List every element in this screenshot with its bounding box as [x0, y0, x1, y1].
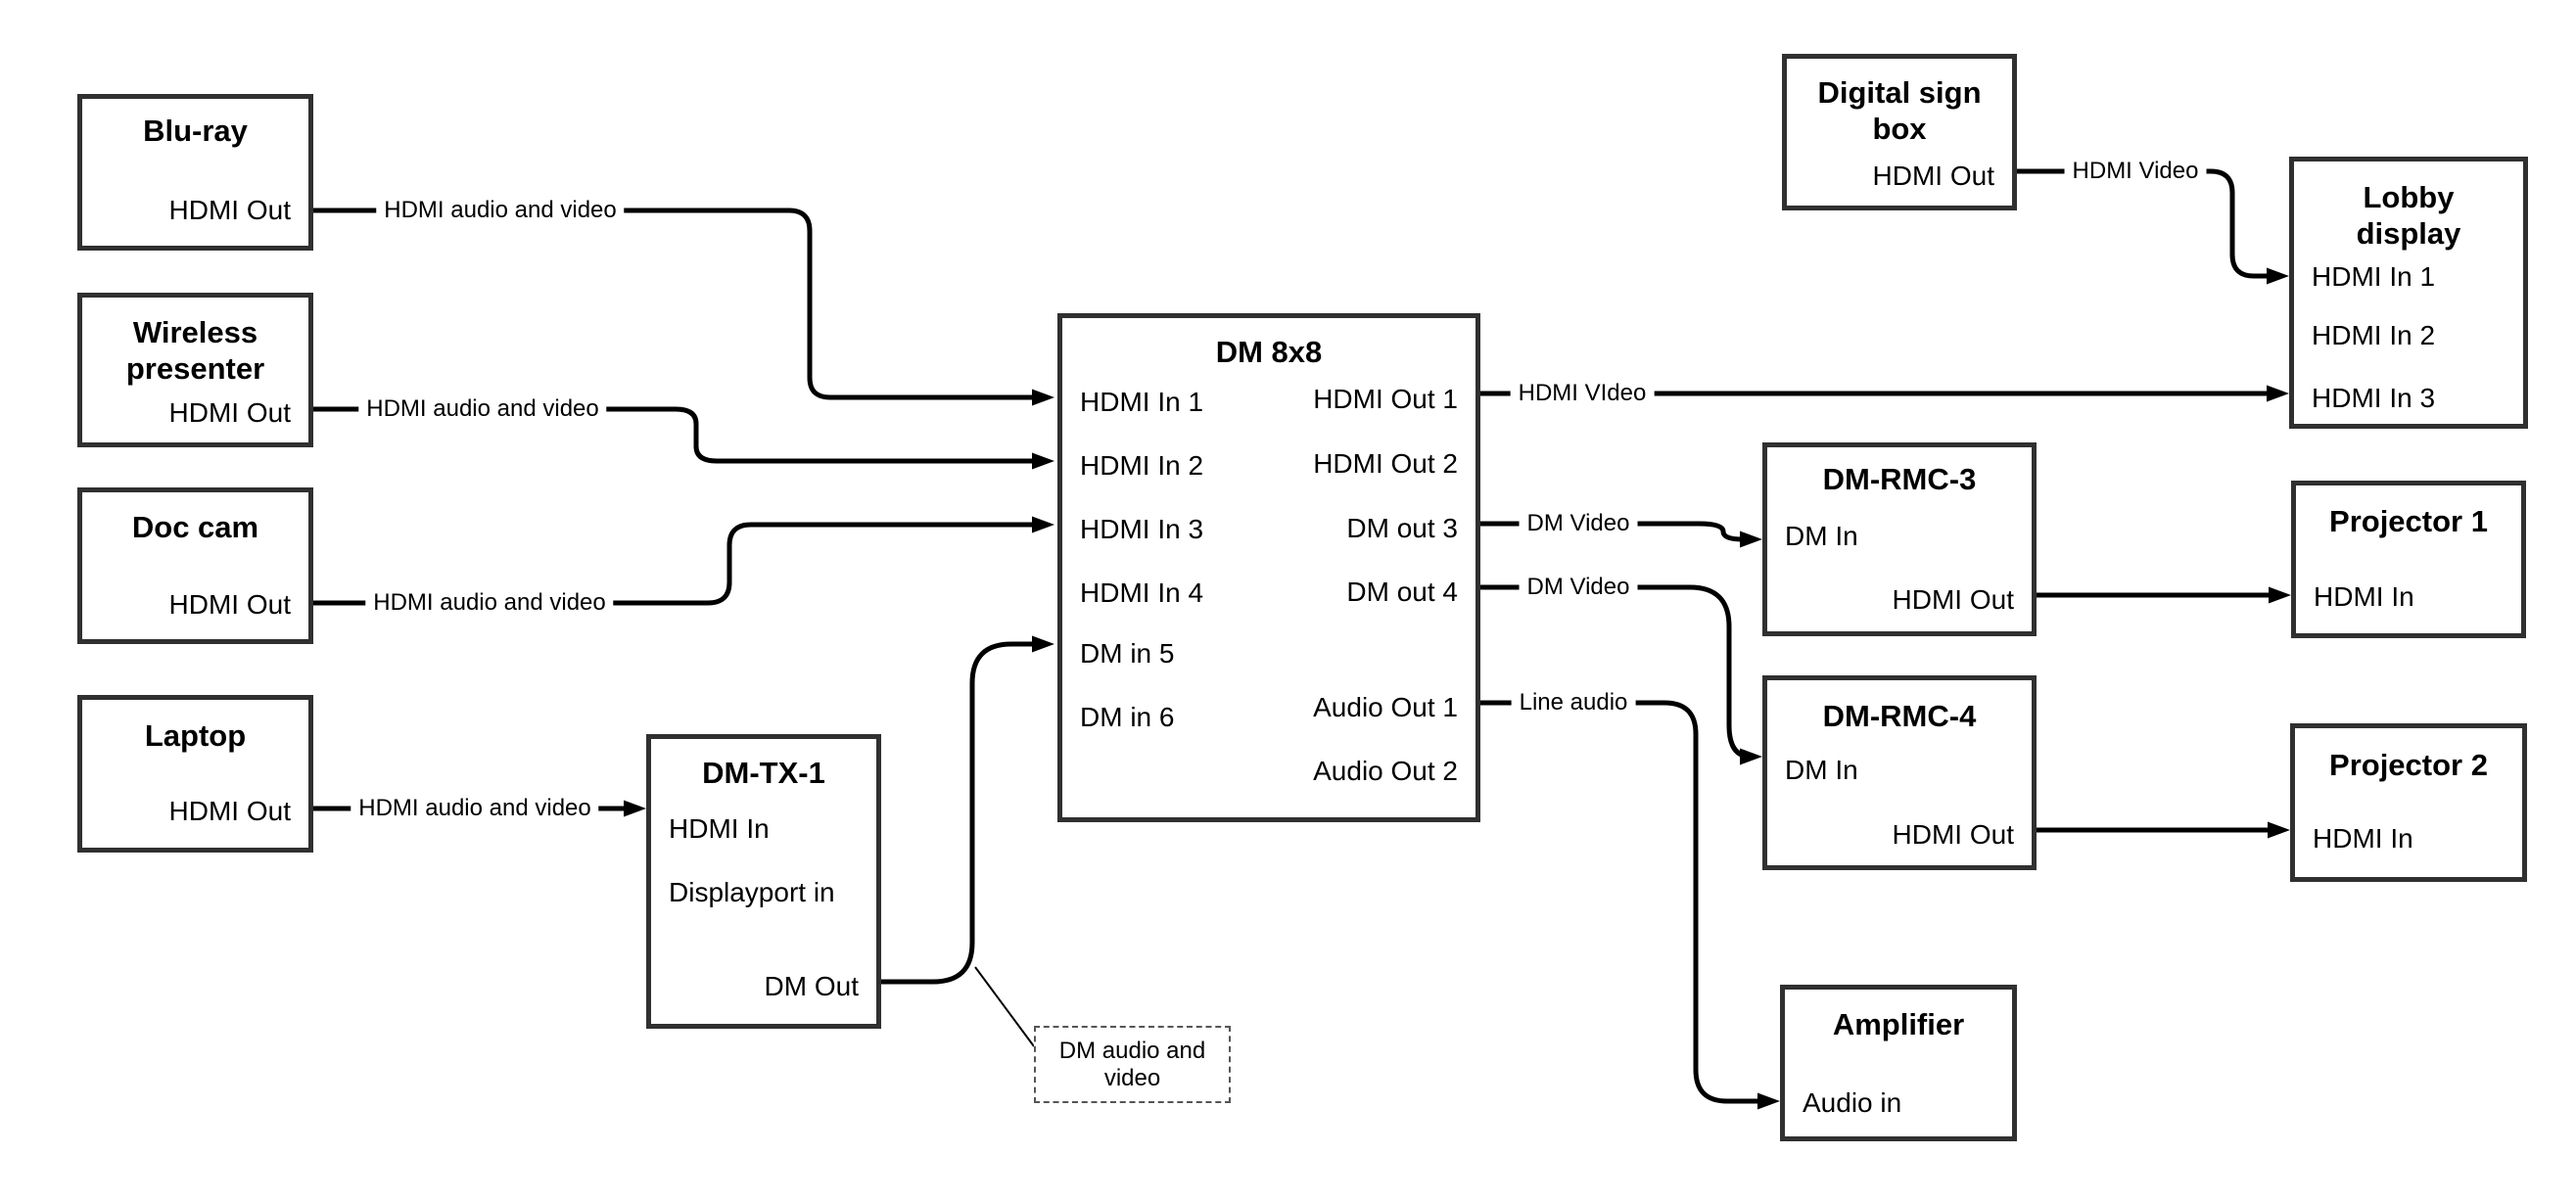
port-hdmi-out-1: HDMI Out 1 [1313, 384, 1458, 414]
wire-label-dm-video-4: DM Video [1519, 573, 1638, 602]
wire-label-hdmi-video-out1: HDMI VIdeo [1510, 379, 1655, 408]
port-hdmi-out: HDMI Out [168, 195, 291, 225]
port-hdmi-in: HDMI In [2313, 823, 2413, 854]
port-dm-in-5: DM in 5 [1080, 638, 1175, 669]
wire-label-line-audio: Line audio [1511, 688, 1636, 717]
arrowheads [624, 267, 2291, 1110]
port-audio-in: Audio in [1803, 1087, 1902, 1118]
node-title: Lobby display [2356, 180, 2461, 251]
node-dm-tx-1: DM-TX-1 HDMI In Displayport in DM Out [646, 734, 881, 1029]
wire-digitalsign-to-lobby-in1 [2017, 168, 2273, 279]
node-title: DM 8x8 [1215, 335, 1323, 369]
node-amplifier: Amplifier Audio in [1780, 985, 2017, 1141]
wire-label-wireless: HDMI audio and video [358, 394, 607, 424]
wire-doccam-to-dm8x8-in3 [312, 522, 1040, 606]
node-dm-rmc-3: DM-RMC-3 DM In HDMI Out [1762, 442, 2037, 636]
port-dm-out-3: DM out 3 [1346, 513, 1458, 543]
wire-dm8x8-out4-to-rmc4 [1480, 584, 1752, 760]
port-dm-in-6: DM in 6 [1080, 702, 1175, 732]
wire-dmtx1-to-dm8x8-in5 [881, 641, 1040, 985]
annotation-callout-line [974, 966, 1035, 1047]
port-hdmi-out: HDMI Out [168, 796, 291, 826]
port-hdmi-in-2: HDMI In 2 [2312, 320, 2436, 350]
wire-dm8x8-audio1-to-amplifier [1480, 700, 1764, 1104]
node-lobby-display: Lobby display HDMI In 1 HDMI In 2 HDMI I… [2289, 157, 2528, 429]
wire-label-dm-video-3: DM Video [1519, 509, 1638, 538]
wire-label-hdmi-video-sign: HDMI Video [2064, 157, 2207, 186]
port-audio-out-2: Audio Out 2 [1313, 756, 1458, 786]
node-title: Projector 1 [2329, 504, 2488, 538]
port-hdmi-in-3: HDMI In 3 [1080, 514, 1204, 544]
port-displayport-in: Displayport in [669, 877, 835, 907]
node-dm-8x8: DM 8x8 HDMI In 1 HDMI In 2 HDMI In 3 HDM… [1057, 313, 1480, 822]
node-title: DM-TX-1 [702, 756, 825, 790]
node-projector-1: Projector 1 HDMI In [2291, 481, 2526, 638]
annotation-dm-audio-video: DM audio and video [1034, 1026, 1231, 1103]
node-title: Laptop [144, 718, 247, 753]
port-dm-out-4: DM out 4 [1346, 577, 1458, 607]
port-hdmi-out: HDMI Out [168, 397, 291, 428]
port-hdmi-out: HDMI Out [1892, 584, 2014, 615]
node-title: Amplifier [1832, 1007, 1965, 1041]
port-hdmi-in-3: HDMI In 3 [2312, 383, 2436, 413]
node-wireless-presenter: Wireless presenter HDMI Out [77, 293, 313, 447]
node-title: Wireless presenter [125, 315, 265, 386]
port-hdmi-out-2: HDMI Out 2 [1313, 448, 1458, 479]
node-title: DM-RMC-4 [1822, 699, 1977, 733]
port-hdmi-out: HDMI Out [1872, 161, 1994, 191]
wire-dm8x8-out3-to-rmc3 [1480, 521, 1749, 542]
node-title: Doc cam [131, 510, 259, 544]
node-digital-sign-box: Digital sign box HDMI Out [1782, 54, 2017, 210]
port-hdmi-in-1: HDMI In 1 [2312, 261, 2436, 292]
node-bluray: Blu-ray HDMI Out [77, 94, 313, 251]
node-doc-cam: Doc cam HDMI Out [77, 487, 313, 644]
port-hdmi-in: HDMI In [2314, 581, 2414, 612]
port-hdmi-out: HDMI Out [1892, 819, 2014, 850]
wire-wireless-to-dm8x8-in2 [312, 406, 1040, 464]
port-audio-out-1: Audio Out 1 [1313, 692, 1458, 722]
port-hdmi-in-1: HDMI In 1 [1080, 387, 1204, 417]
wire-label-laptop: HDMI audio and video [351, 794, 599, 823]
node-title: Projector 2 [2329, 748, 2488, 782]
port-hdmi-in-4: HDMI In 4 [1080, 577, 1204, 608]
port-dm-in: DM In [1785, 521, 1858, 551]
node-title: DM-RMC-3 [1822, 462, 1977, 496]
node-projector-2: Projector 2 HDMI In [2290, 723, 2527, 882]
port-hdmi-in-2: HDMI In 2 [1080, 450, 1204, 481]
wire-label-doccam: HDMI audio and video [365, 588, 614, 618]
node-dm-rmc-4: DM-RMC-4 DM In HDMI Out [1762, 675, 2037, 870]
port-dm-in: DM In [1785, 755, 1858, 785]
node-laptop: Laptop HDMI Out [77, 695, 313, 853]
port-hdmi-out: HDMI Out [168, 589, 291, 620]
node-title: Blu-ray [143, 114, 248, 148]
wire-label-bluray: HDMI audio and video [376, 196, 625, 225]
node-title: Digital sign box [1817, 75, 1982, 146]
wire-bluray-to-dm8x8-in1 [312, 208, 1040, 400]
port-hdmi-in: HDMI In [669, 813, 770, 844]
port-dm-out: DM Out [764, 971, 859, 1001]
